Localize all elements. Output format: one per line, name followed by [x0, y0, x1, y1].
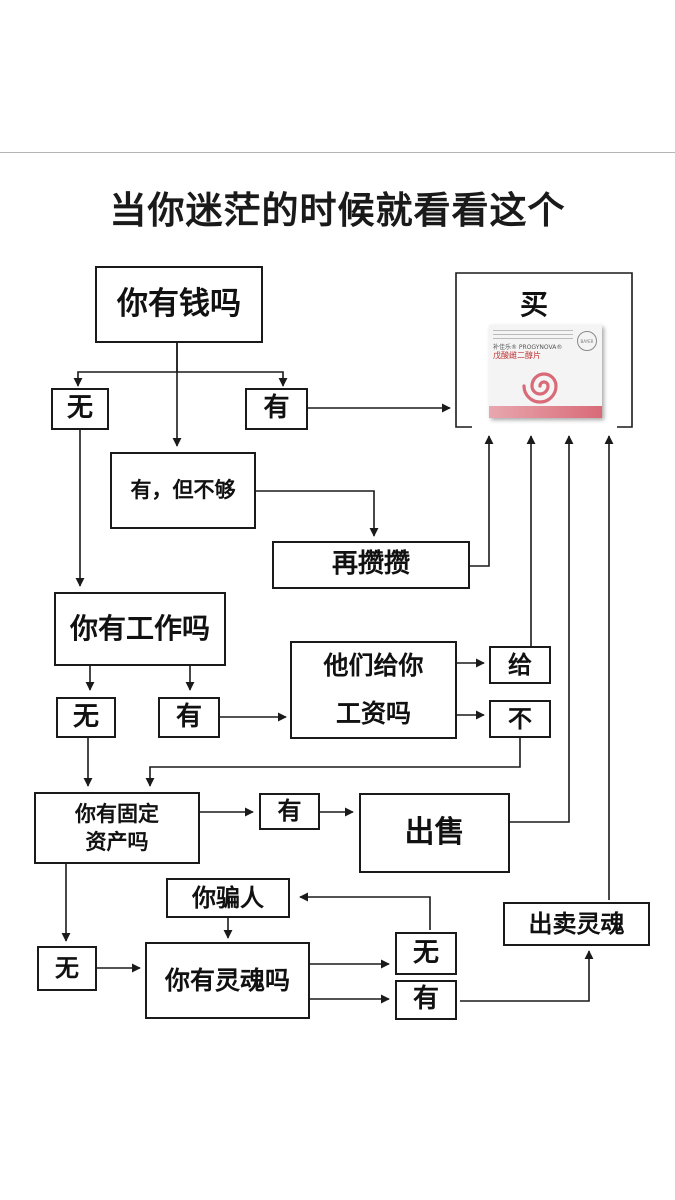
bayer-logo-icon: BAYER	[577, 331, 597, 351]
node-buy: 买	[520, 288, 549, 321]
node-no-assets: 无	[37, 946, 97, 991]
fixed-assets-line2: 资产吗	[85, 830, 149, 854]
paid-question-line2: 工资吗	[335, 699, 411, 728]
node-have-job: 你有工作吗	[54, 592, 226, 666]
box-brand: 补佳乐® PROGYNOVA®	[493, 344, 563, 351]
node-has-job: 有	[158, 697, 220, 738]
node-sell-soul: 出卖灵魂	[503, 902, 650, 946]
node-fixed-assets: 你有固定 资产吗	[34, 792, 200, 864]
node-paid-question: 他们给你 工资吗	[290, 641, 457, 739]
node-not-enough: 有，但不够	[110, 452, 256, 529]
page-title: 当你迷茫的时候就看看这个	[109, 189, 566, 232]
node-no-money: 无	[51, 388, 109, 430]
swirl-icon	[522, 372, 558, 404]
node-has-soul: 有	[395, 980, 457, 1020]
node-have-soul: 你有灵魂吗	[145, 942, 310, 1019]
medicine-box-image: 补佳乐® PROGYNOVA® 戊酸雌二醇片 BAYER	[489, 325, 602, 418]
box-ribbon	[489, 406, 602, 418]
paid-question-line1: 他们给你	[323, 651, 424, 681]
fixed-assets-line1: 你有固定	[75, 801, 159, 826]
node-have-money: 你有钱吗	[95, 266, 263, 343]
node-not-paid: 不	[489, 700, 551, 738]
node-has-money: 有	[245, 388, 308, 430]
box-drug-name: 戊酸雌二醇片	[493, 351, 541, 360]
box-fineprint	[493, 328, 573, 342]
node-has-assets: 有	[259, 793, 320, 830]
node-save-more: 再攒攒	[272, 541, 470, 589]
node-sell: 出售	[359, 793, 510, 873]
node-no-soul: 无	[395, 932, 457, 975]
node-no-job: 无	[56, 697, 116, 738]
node-paid: 给	[489, 646, 551, 684]
top-divider	[0, 152, 675, 153]
node-cheating: 你骗人	[166, 878, 290, 918]
